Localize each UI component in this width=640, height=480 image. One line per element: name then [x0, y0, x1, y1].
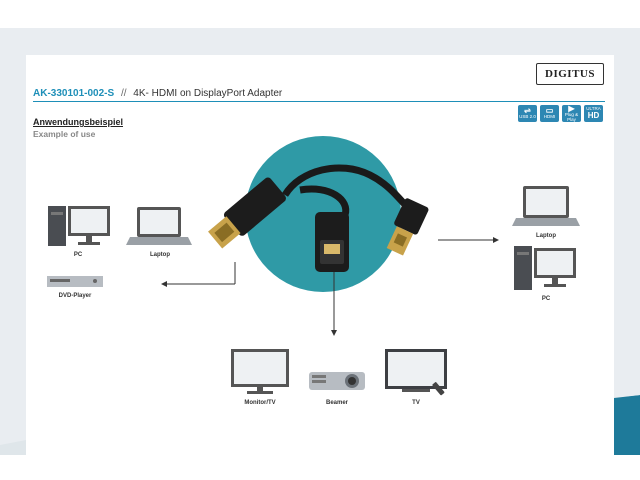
dvd-player-label: DVD-Player	[59, 293, 92, 299]
pc-right-icon	[514, 246, 576, 290]
pc-right-label: PC	[542, 296, 551, 302]
laptop-left-label: Laptop	[150, 252, 170, 258]
pc-left-icon	[48, 206, 110, 246]
tv-label: TV	[412, 400, 420, 406]
laptop-right-icon	[512, 186, 580, 226]
laptop-right-label: Laptop	[536, 233, 556, 239]
dvd-player-icon	[47, 276, 103, 287]
beamer-icon	[309, 372, 365, 390]
monitor-tv-icon	[231, 349, 289, 394]
beamer-label: Beamer	[326, 400, 349, 406]
pc-left-label: PC	[74, 252, 83, 258]
laptop-left-icon	[126, 207, 192, 245]
monitor-tv-label: Monitor/TV	[244, 400, 275, 406]
